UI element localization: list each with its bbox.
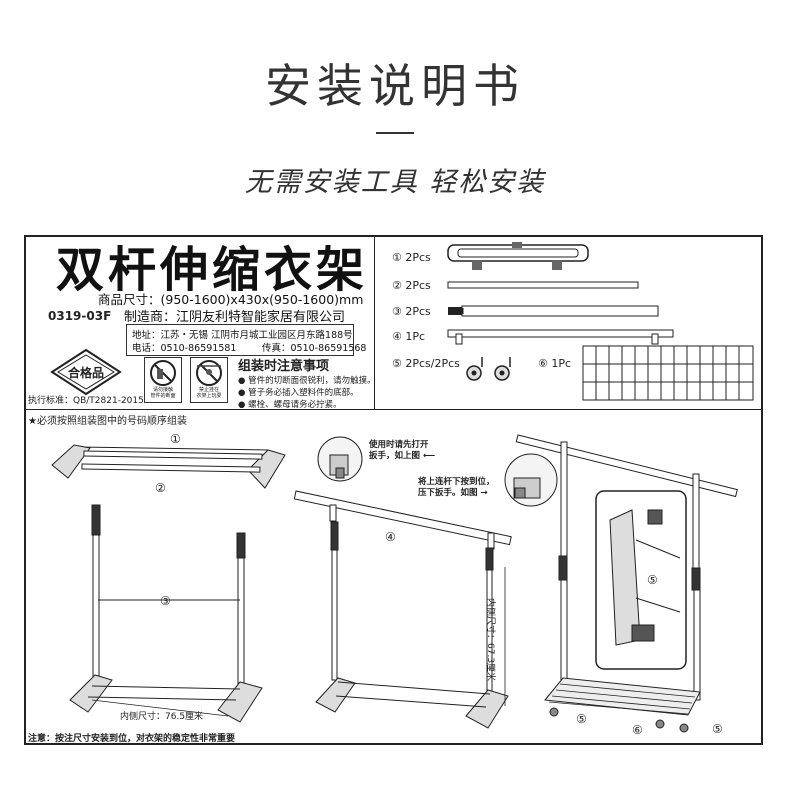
parts-divider: [374, 236, 375, 409]
phone: 电话：0510-86591581: [132, 343, 237, 354]
steps-note: ★必须按照组装图中的号码顺序组装: [28, 416, 187, 427]
step-number-6: ⑥: [632, 723, 643, 737]
caster-wheels-icon: [466, 357, 511, 381]
footer-note: 注意：按注尺寸安装到位，对衣架的稳定性非常重要: [28, 734, 236, 744]
step-base-frame: [51, 444, 286, 489]
address-box: [126, 324, 354, 356]
callout-lock-wrench: 将上连杆下按到位， 压下扳手。如图 →: [418, 477, 495, 498]
step-number-4: ④: [385, 530, 396, 544]
lock-callout-icons: [317, 436, 558, 507]
step-uprights: [69, 504, 263, 723]
product-name: 双杆伸缩衣架: [56, 242, 369, 298]
address: 地址：江苏・无锡 江阴市月城工业园区月东路188号: [132, 330, 353, 341]
note-3: ● 螺栓、螺母请务必拧紧。: [238, 400, 342, 410]
callout-open-wrench: 使用时请先打开 扳手，如上图 ⟵: [369, 440, 436, 461]
step-number-5c: ⑤: [712, 722, 723, 736]
step-number-2: ②: [155, 481, 166, 495]
top-rail-icon: [447, 329, 674, 345]
header-divider: [24, 409, 763, 410]
note-2: ● 管子务必插入塑料件的底部。: [238, 388, 359, 398]
telescopic-tube-icon: [448, 305, 659, 317]
part-3-label: ③ 2Pcs: [392, 305, 431, 318]
warning-2-text: 禁止挂在 衣架上玩耍: [196, 387, 222, 399]
no-touch-warning-icon: 请勿接触 管件的断面: [144, 357, 182, 403]
manual-frame: [24, 235, 763, 745]
warning-1-text: 请勿接触 管件的断面: [150, 387, 176, 399]
part-5-label: ⑤ 2Pcs/2Pcs: [392, 357, 460, 370]
part-2-label: ② 2Pcs: [392, 279, 431, 292]
part-4-label: ④ 1Pc: [392, 330, 426, 343]
no-play-warning-icon: 禁止挂在 衣架上玩耍: [190, 357, 228, 403]
manufacturer: 制造商：江阴友利特智能家居有限公司: [124, 310, 346, 325]
notes-title: 组装时注意事项: [238, 359, 330, 374]
page-subtitle: 无需安装工具 轻松安装: [244, 167, 546, 198]
shoe-rack-grid-icon: [582, 345, 754, 401]
inner-width-dimension: 内侧尺寸：76.5厘米: [120, 712, 204, 722]
step-top-rail: [293, 490, 512, 729]
step-number-5a: ⑤: [647, 573, 658, 587]
step-finished-rack: [515, 434, 738, 733]
note-1: ● 管件的切断面很锐利，请勿触摸。: [238, 376, 376, 386]
part-1-label: ① 2Pcs: [392, 251, 431, 264]
badge-label: 合格品: [67, 366, 104, 380]
title-divider: [376, 132, 414, 134]
standard: 执行标准：QB/T2821-2015: [28, 396, 144, 406]
part-6-label: ⑥ 1Pc: [538, 357, 572, 370]
step-number-3: ③: [160, 594, 171, 608]
page-title: 安装说明书: [265, 59, 525, 113]
end-bracket-icon: [447, 242, 589, 270]
quality-badge-icon: 合格品: [50, 348, 122, 396]
product-model: 0319-03F: [48, 309, 112, 323]
product-size: 商品尺寸：(950-1600)x430x(950-1600)mm: [98, 292, 364, 307]
inner-height-dimension: 内侧尺寸：67.3厘米: [485, 598, 495, 682]
fax: 传真：0510-86591568: [262, 343, 367, 354]
step-number-5b: ⑤: [576, 712, 587, 726]
step-number-1: ①: [170, 432, 181, 446]
plain-tube-icon: [447, 281, 639, 289]
